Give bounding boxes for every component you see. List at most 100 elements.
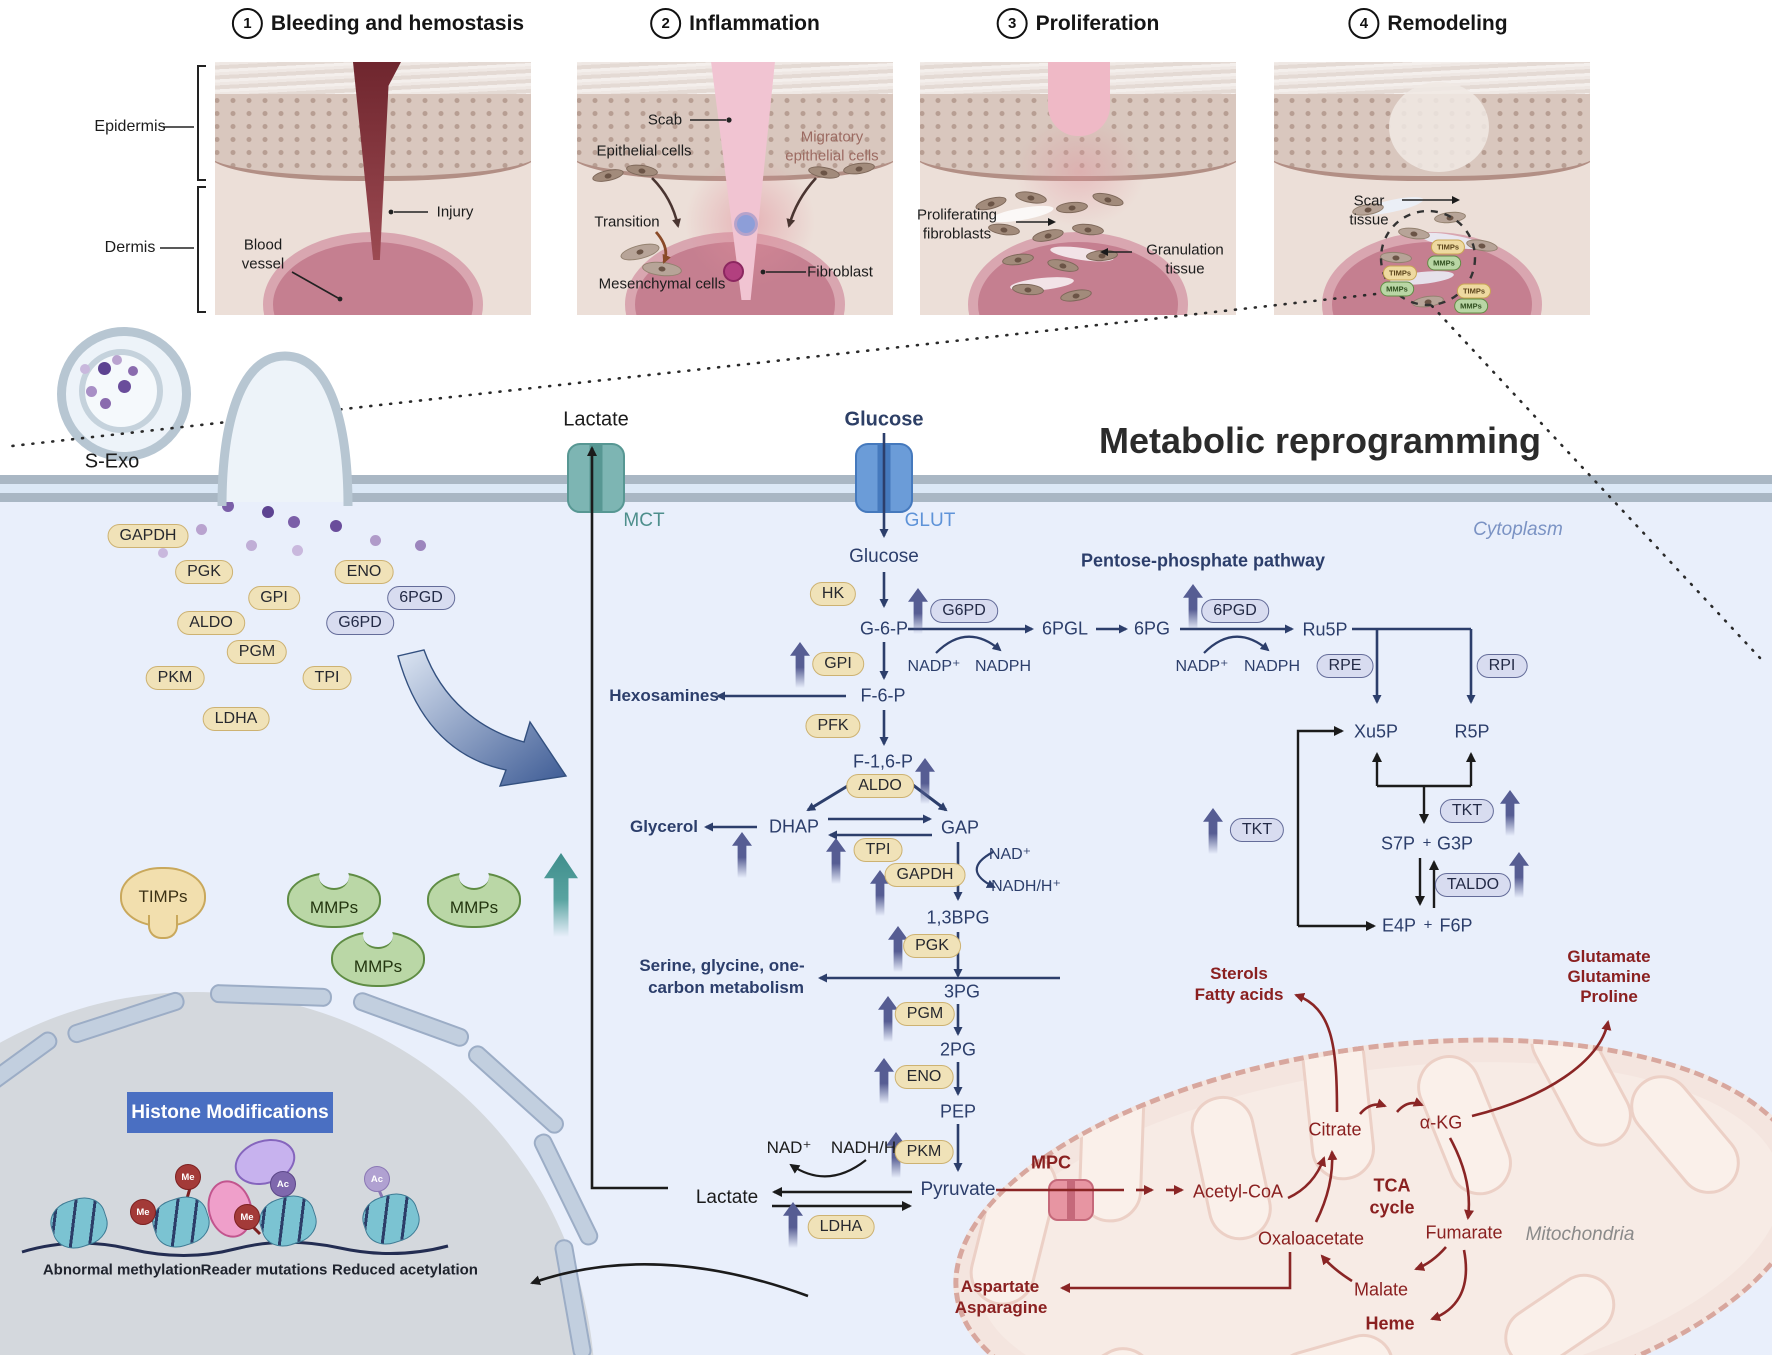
pgk-pill: PGK [903,934,961,958]
membrane-bud-outline [217,351,353,507]
cytoplasm-label: Cytoplasm [1473,519,1563,540]
free-eno-pill: ENO [334,560,394,584]
tca-label-1: TCA [1373,1175,1411,1196]
nadph-label: NADPH [974,658,1032,675]
free-aldo-pill: ALDO [177,611,245,635]
nadph-label: NADPH [1243,658,1301,675]
granulation-tissue-label: Granulation tissue [1146,241,1224,277]
f6p-ppp-label: F6P [1439,915,1473,936]
cargo-dot [196,524,207,535]
glutamate-label: Glutamate [1567,947,1651,966]
phase-1-number: 1 [231,8,263,39]
free-pkm-pill: PKM [145,666,205,690]
round-cell [723,261,744,282]
phase-4-title: 4 Remodeling [1348,8,1508,39]
blood-vessel-label: Blood vessel [241,236,285,272]
f16p-label: F-1,6-P [852,751,914,772]
injury-label: Injury [436,203,474,221]
ldha-pill: LDHA [807,1215,875,1239]
e4p-label: E4P [1381,915,1417,936]
mpc-transporter [1048,1179,1094,1221]
timps-protein: TIMPs [120,867,206,927]
cargo-dot [246,540,257,551]
phase-3-number: 3 [996,8,1028,39]
tpi-pill: TPI [853,838,903,862]
membrane-bud-fill [222,356,348,502]
mpc-label: MPC [1031,1152,1071,1173]
mesenchymal-label: Mesenchymal cells [598,275,726,293]
mmps-mini-badge: MMPs [1380,281,1414,297]
glycerol-label: Glycerol [629,817,699,836]
phase-4-number: 4 [1348,8,1380,39]
mitochondria-label: Mitochondria [1525,1224,1635,1245]
cargo-dot [98,362,111,375]
metabolic-reprogramming-title: Metabolic reprogramming [1098,420,1542,461]
epithelial-cells-label: Epithelial cells [596,142,692,160]
hexosamines-label: Hexosamines [609,686,719,705]
epidermis-label: Epidermis [94,118,166,135]
me-badge: Me [175,1164,201,1190]
pg2-label: 2PG [939,1039,977,1060]
glycolysis-arrows [704,433,1476,1172]
phase-1-label: Bleeding and hemostasis [270,11,525,35]
r5p-label: R5P [1454,721,1490,742]
phase-2-number: 2 [650,8,682,39]
serine-line1: Serine, glycine, one- [639,956,805,975]
fibroblast-label: Fibroblast [807,263,873,281]
cargo-dot [112,355,122,365]
cargo-dot [80,364,90,374]
akg-label: α-KG [1419,1112,1463,1133]
pgm-pill: PGM [894,1002,956,1026]
mmps-notch [363,923,393,949]
free-gapdh-pill: GAPDH [107,524,189,548]
migration-arrows [651,177,817,228]
panel-bleeding [215,62,531,315]
mmps-label: MMPs [353,957,403,976]
nadh-label: NADH/H⁺ [991,878,1061,895]
6pgd-pill: 6PGD [1201,599,1269,623]
taldo-pill: TALDO [1434,873,1512,897]
abnormal-methylation-label: Abnormal methylation [42,1261,202,1279]
panel-proliferation [920,62,1236,315]
cargo-dot [292,545,303,556]
exosome-effect-arrow [397,649,568,787]
mmps-mini-badge: MMPs [1427,255,1461,271]
phase-3-title: 3 Proliferation [996,8,1159,39]
tkt-pill: TKT [1439,799,1495,823]
heme-label: Heme [1365,1313,1415,1334]
free-pgk-pill: PGK [175,560,233,584]
phase-2-title: 2 Inflammation [650,8,820,39]
timps-mini-badge: TIMPs [1430,239,1466,255]
immune-cell [737,215,755,233]
fumarate-label: Fumarate [1425,1222,1503,1243]
migratory-epithelial-label: Migratory epithelial cells [785,128,879,164]
nad-label: NAD⁺ [988,846,1032,863]
scar-tissue-label: Scar tissue [1349,192,1389,228]
ac-badge: Ac [364,1166,390,1192]
zoom-region-circle [1379,209,1477,307]
mmps-protein: MMPs [287,864,381,928]
wound-plug [1048,62,1110,136]
free-ldha-pill: LDHA [202,707,270,731]
pkm-pill: PKM [894,1140,954,1164]
s7p-label: S7P [1380,833,1416,854]
dhap-label: DHAP [768,816,820,837]
cargo-dot [415,540,426,551]
glucose-extracellular-label: Glucose [844,408,924,431]
free-g6pd-pill: G6PD [326,611,394,635]
free-gpi-pill: GPI [248,586,300,610]
panel-pointer-lines [160,65,1460,313]
mmps-label: MMPs [449,898,499,917]
nad-label: NAD⁺ [766,1138,812,1157]
asparagine-label: Asparagine [954,1298,1048,1317]
6pgl-label: 6PGL [1041,618,1089,639]
rpe-pill: RPE [1316,654,1374,678]
serine-line2: carbon metabolism [648,978,804,997]
cargo-dot [288,516,300,528]
lactate-arrows [530,446,912,1298]
phase-2-label: Inflammation [689,11,820,35]
mmps-notch [459,864,489,890]
tca-label-2: cycle [1369,1197,1415,1218]
plus-sign: + [1422,834,1432,852]
nadh-label: NADH/H⁺ [830,1138,906,1157]
